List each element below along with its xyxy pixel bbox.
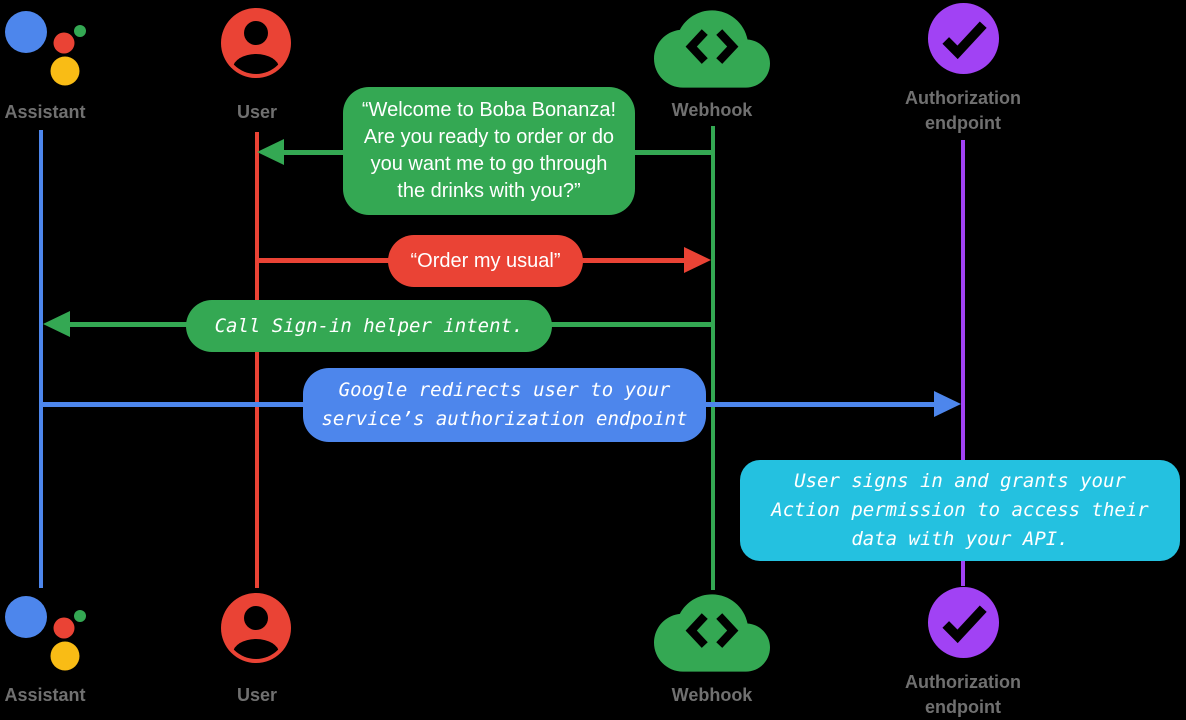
user-icon — [221, 8, 291, 78]
order-message-bubble: “Order my usual” — [388, 235, 583, 287]
arrowhead-left-icon — [43, 311, 70, 337]
assistant-lifeline — [39, 130, 43, 588]
webhook-label: Webhook — [671, 100, 753, 120]
check-circle-icon — [927, 586, 1000, 659]
assistant-label: Assistant — [4, 102, 86, 122]
authorization-endpoint-lifeline — [961, 140, 965, 586]
webhook-label: Webhook — [671, 685, 753, 705]
check-circle-icon — [927, 2, 1000, 75]
user-label: User — [236, 102, 278, 122]
webhook-lifeline — [711, 126, 715, 590]
arrowhead-right-icon — [934, 391, 961, 417]
sign-in-helper-message: Call Sign-in helper intent. — [186, 300, 552, 352]
user-label: User — [236, 685, 278, 705]
arrowhead-left-icon — [257, 139, 284, 165]
user-lifeline — [255, 132, 259, 588]
arrowhead-right-icon — [684, 247, 711, 273]
user-icon — [221, 593, 291, 663]
welcome-message-bubble: “Welcome to Boba Bonanza! Are you ready … — [343, 87, 635, 215]
cloud-code-icon — [654, 10, 770, 88]
authorization-endpoint-label: Authorization endpoint — [905, 672, 1021, 717]
sign-in-note: User signs in and grants your Action per… — [740, 460, 1180, 561]
google-assistant-icon — [5, 11, 86, 86]
authorization-endpoint-label: Authorization endpoint — [905, 88, 1021, 133]
redirect-message: Google redirects user to your service’s … — [303, 368, 706, 442]
assistant-label: Assistant — [4, 685, 86, 705]
google-assistant-icon — [5, 596, 86, 671]
cloud-code-icon — [654, 594, 770, 672]
